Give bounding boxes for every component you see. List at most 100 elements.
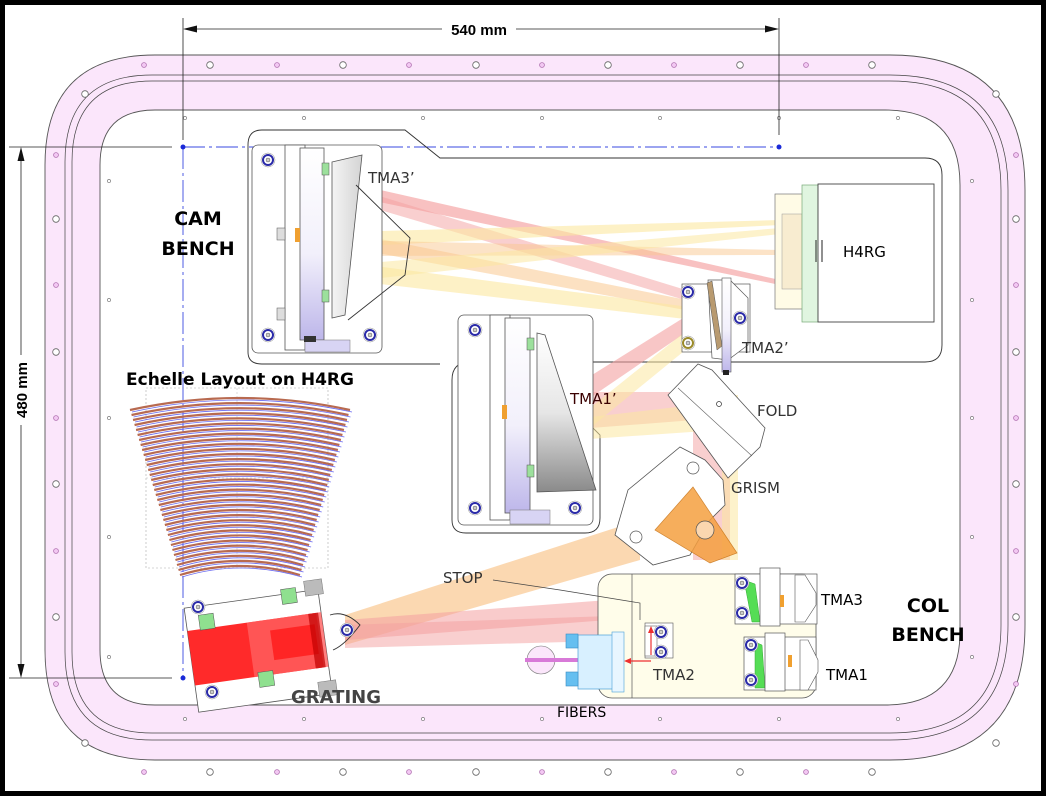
frame-hole <box>868 61 876 69</box>
echelle-order <box>131 402 349 417</box>
echelle-order-edge <box>133 404 351 418</box>
fold-label: FOLD <box>757 402 797 420</box>
echelle-order <box>164 514 316 527</box>
echelle-order-edge <box>147 450 337 463</box>
tma1-prime-mirror-mount <box>457 314 597 526</box>
frame-hole <box>604 61 612 69</box>
h4rg-detector <box>774 183 935 323</box>
echelle-order-edge <box>181 567 303 578</box>
frame-hole <box>53 282 59 288</box>
frame-hole <box>1013 282 1019 288</box>
screw-icon <box>680 335 696 351</box>
dimension-height: 480 mm <box>9 146 172 679</box>
arrowhead-down-icon <box>17 664 25 678</box>
screw-icon <box>190 599 206 615</box>
frame-hole <box>992 739 1000 747</box>
plate-hole <box>896 116 900 120</box>
light-beam <box>345 262 712 322</box>
frame-hole <box>52 215 60 223</box>
echelle-order <box>146 452 334 467</box>
frame-hole <box>736 768 744 776</box>
screw-icon <box>734 605 750 621</box>
echelle-order-edge <box>172 537 312 548</box>
plate-hole <box>540 116 544 120</box>
echelle-order-edge <box>136 414 348 428</box>
echelle-order-edge <box>177 552 307 563</box>
frame-hole <box>671 769 677 775</box>
echelle-order-edge <box>174 542 310 553</box>
echelle-order <box>155 483 325 497</box>
echelle-order <box>173 544 307 557</box>
fibers-label: FIBERS <box>557 705 606 721</box>
echelle-order-edge <box>169 526 315 538</box>
echelle-order <box>132 407 348 422</box>
plate-hole <box>421 717 425 721</box>
grating-bracket <box>329 613 361 651</box>
frame-hole <box>52 348 60 356</box>
echelle-order-edge <box>145 445 339 458</box>
plate-hole <box>970 655 974 659</box>
tma3-label: TMA3 <box>820 591 863 609</box>
arrowhead-right-icon <box>765 25 779 33</box>
echelle-order <box>150 468 330 482</box>
plate-hole <box>107 655 111 659</box>
echelle-order <box>170 534 310 547</box>
plate-hole <box>970 535 974 539</box>
frame-hole <box>52 613 60 621</box>
frame-hole <box>339 61 347 69</box>
screw-icon <box>734 575 750 591</box>
frame-hole <box>472 61 480 69</box>
tma1-prime-label: TMA1’ <box>569 390 617 408</box>
echelle-order <box>169 529 311 542</box>
light-beam <box>575 310 716 432</box>
frame-hole <box>53 152 59 158</box>
frame-hole <box>53 415 59 421</box>
echelle-order <box>138 427 342 442</box>
echelle-order-edge <box>139 425 345 438</box>
echelle-order <box>134 412 346 427</box>
plate-hole <box>107 535 111 539</box>
frame-hole <box>803 62 809 68</box>
frame-hole <box>406 769 412 775</box>
frame-hole <box>1013 415 1019 421</box>
echelle-order-edge <box>160 496 324 508</box>
plate-hole <box>970 179 974 183</box>
echelle-order-edge <box>165 511 319 523</box>
arrowhead-left-icon <box>183 25 197 33</box>
plate-hole <box>183 717 187 721</box>
plate-hole <box>302 116 306 120</box>
tma3-prime-label: TMA3’ <box>367 169 415 187</box>
screw-icon <box>260 152 276 168</box>
tma2-prime-label: TMA2’ <box>741 339 789 357</box>
plate-hole <box>183 116 187 120</box>
frame-hole <box>406 62 412 68</box>
plate-hole <box>658 116 662 120</box>
frame-hole <box>1012 613 1020 621</box>
echelle-order-edge <box>148 455 336 468</box>
grating-label: GRATING <box>291 687 381 708</box>
height-dimension-label: 480 mm <box>14 362 31 418</box>
screw-icon <box>204 684 220 700</box>
echelle-order <box>137 422 343 437</box>
screw-icon <box>567 500 583 516</box>
echelle-order <box>149 463 331 477</box>
echelle-order-edge <box>144 440 340 453</box>
plate-hole <box>107 298 111 302</box>
stop-leader-line <box>492 579 641 620</box>
echelle-order <box>135 417 345 432</box>
screw-icon <box>260 327 276 343</box>
cam-bench-label-line1: CAM <box>174 208 222 230</box>
screw-icon <box>743 672 759 688</box>
plate-hole <box>107 179 111 183</box>
light-beam <box>345 520 640 645</box>
frame-hole <box>1013 548 1019 554</box>
frame-hole <box>1012 480 1020 488</box>
echelle-order-edge <box>141 430 343 443</box>
enclosure-frame <box>44 54 1026 776</box>
echelle-order-edge <box>159 491 325 503</box>
echelle-order-edge <box>154 475 330 488</box>
frame-hole <box>539 62 545 68</box>
arrowhead-up-icon <box>17 147 25 161</box>
echelle-order <box>152 473 328 487</box>
